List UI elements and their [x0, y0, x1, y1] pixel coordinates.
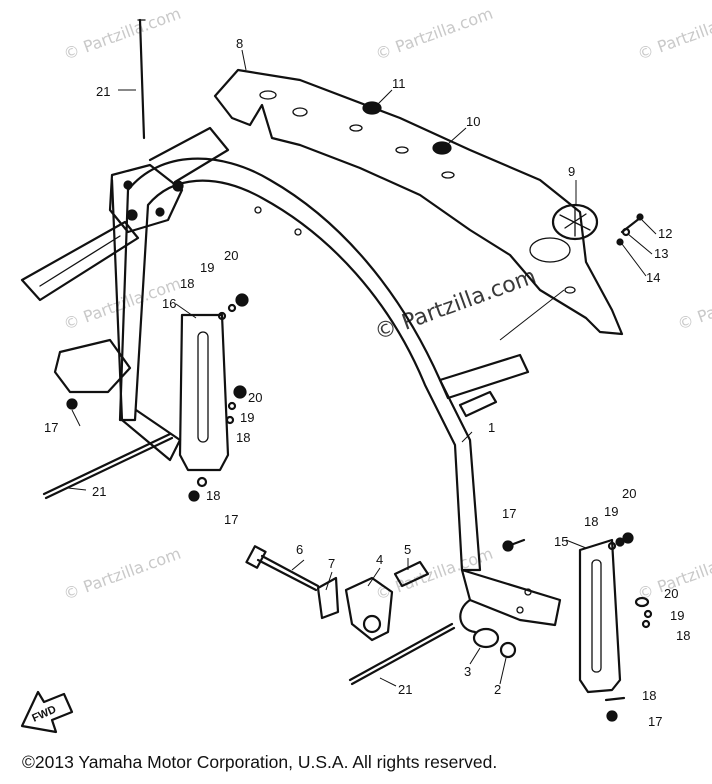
- plate-7: [316, 576, 340, 620]
- callout-labels: 21 8 11 10 9 12 13 14 20 19 18 16 20 19 …: [44, 36, 690, 729]
- callout-6: 6: [296, 542, 303, 557]
- callout-18: 18: [236, 430, 250, 445]
- callout-21: 21: [96, 84, 110, 99]
- callout-21: 21: [92, 484, 106, 499]
- fastener-cluster-top-left: [217, 293, 249, 321]
- callout-18: 18: [642, 688, 656, 703]
- fastener-cluster-mid-left: [225, 385, 247, 425]
- fastener-cluster-bottom-left: [188, 476, 208, 502]
- callout-20: 20: [224, 248, 238, 263]
- fwd-label: FWD: [30, 704, 58, 725]
- washer-13: [621, 227, 631, 237]
- callout-19: 19: [200, 260, 214, 275]
- callout-18: 18: [676, 628, 690, 643]
- watermark: © Partzilla.com: [61, 4, 184, 64]
- callout-18: 18: [206, 488, 220, 503]
- callout-18: 18: [584, 514, 598, 529]
- bolt-17-left: [66, 398, 78, 410]
- callout-20: 20: [622, 486, 636, 501]
- callout-15: 15: [554, 534, 568, 549]
- rod-21-bottom: [348, 622, 456, 686]
- callout-18: 18: [180, 276, 194, 291]
- callout-19: 19: [670, 608, 684, 623]
- watermark: © Partzilla.com: [61, 544, 184, 604]
- callout-20: 20: [664, 586, 678, 601]
- upper-left-bracket: [20, 126, 230, 302]
- plate-15: [578, 538, 622, 694]
- callout-11: 11: [392, 76, 406, 91]
- callout-1: 1: [488, 420, 495, 435]
- callout-19: 19: [240, 410, 254, 425]
- rod-21-top: [137, 18, 146, 140]
- callout-5: 5: [404, 542, 411, 557]
- fastener-cluster-right-top: [607, 532, 634, 551]
- callout-16: 16: [162, 296, 176, 311]
- watermark: © Partzilla.com: [635, 4, 712, 64]
- bolt-2: [499, 641, 517, 659]
- lower-left-bracket: [53, 338, 132, 394]
- callout-8: 8: [236, 36, 243, 51]
- callout-4: 4: [376, 552, 383, 567]
- fastener-cluster-right-bottom: [604, 696, 626, 722]
- callout-13: 13: [654, 246, 668, 261]
- callout-7: 7: [328, 556, 335, 571]
- callout-20: 20: [248, 390, 262, 405]
- washer-3: [472, 627, 500, 649]
- callout-14: 14: [646, 270, 660, 285]
- bolt-17-center: [502, 538, 526, 552]
- watermark-center: © Partzilla.com: [372, 264, 540, 346]
- callout-2: 2: [494, 682, 501, 697]
- bolt-6: [245, 545, 320, 592]
- grommet-10: [432, 141, 452, 155]
- rod-21-left: [42, 432, 174, 500]
- bracket-4: [344, 576, 394, 642]
- fwd-arrow-icon: FWD: [20, 690, 74, 734]
- callout-10: 10: [466, 114, 480, 129]
- plate-16: [178, 313, 230, 472]
- copyright-notice: ©2013 Yamaha Motor Corporation, U.S.A. A…: [22, 752, 498, 772]
- upper-plate-8: [213, 68, 624, 336]
- callout-3: 3: [464, 664, 471, 679]
- callout-9: 9: [568, 164, 575, 179]
- grommet-11: [362, 101, 382, 115]
- watermark: © Partzilla.com: [675, 274, 712, 334]
- callout-21: 21: [398, 682, 412, 697]
- frame-1: [110, 157, 562, 634]
- fastener-cluster-right-mid: [634, 596, 653, 629]
- damper-disc-9: [551, 203, 599, 241]
- leader-lines: [67, 49, 657, 687]
- callout-17: 17: [44, 420, 58, 435]
- callout-17: 17: [224, 512, 238, 527]
- callout-12: 12: [658, 226, 672, 241]
- callout-19: 19: [604, 504, 618, 519]
- callout-17: 17: [502, 506, 516, 521]
- watermark: © Partzilla.com: [373, 4, 496, 64]
- exploded-parts-diagram: © Partzilla.com © Partzilla.com © Partzi…: [20, 4, 712, 734]
- nut-14: [616, 238, 624, 246]
- callout-17: 17: [648, 714, 662, 729]
- spacer-5: [393, 560, 430, 588]
